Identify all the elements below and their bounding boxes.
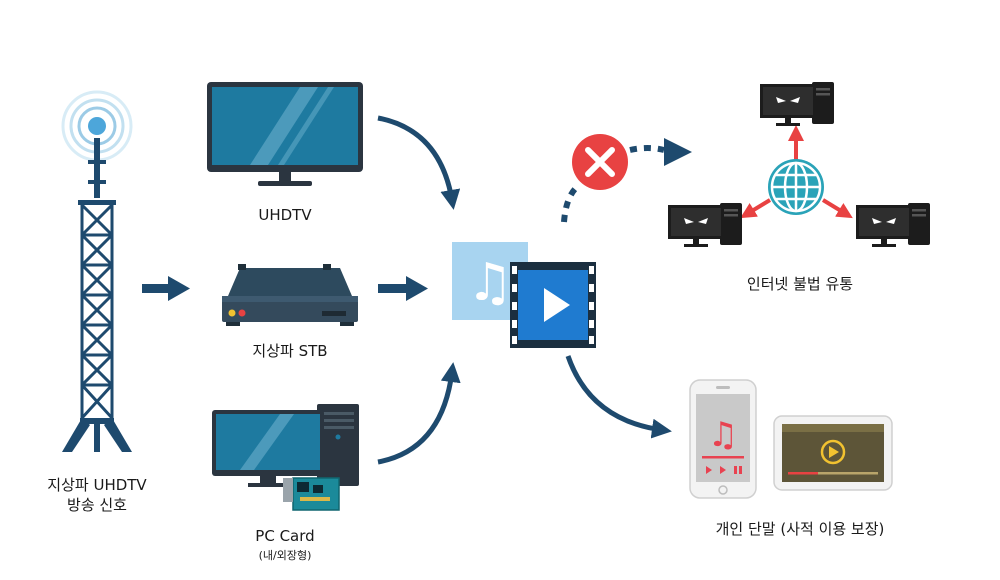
personal-device-label: 개인 단말 (사적 이용 보장): [715, 520, 885, 538]
arrow-media-to-personal: [565, 355, 672, 439]
svg-text:♫: ♫: [708, 415, 738, 455]
dotted-path-lower: [561, 183, 581, 223]
smartphone-icon: ♫: [689, 379, 757, 499]
blocked-x-icon: [572, 134, 628, 190]
tv-icon: [207, 82, 363, 186]
dotted-path-upper: [629, 145, 665, 153]
tower-label-line1: 지상파 UHDTV: [47, 476, 147, 494]
svg-text:♫: ♫: [467, 253, 514, 313]
tablet-icon: [773, 415, 893, 491]
hacker-computer-icon: [856, 203, 930, 247]
hacker-computer-icon: [668, 203, 742, 247]
arrow-uhdtv-to-media: [377, 115, 461, 210]
arrow-tower-to-stb: [142, 276, 190, 301]
pccard-sublabel: (내/외장형): [258, 549, 312, 562]
globe-icon: [740, 125, 853, 219]
pccard-label: PC Card: [255, 527, 315, 545]
dotted-arrowhead: [664, 138, 692, 166]
set-top-box-icon: [222, 264, 358, 326]
uhdtv-label: UHDTV: [258, 206, 312, 224]
video-play-icon: [510, 262, 596, 348]
tower-label-line2: 방송 신호: [67, 496, 127, 514]
broadcast-tower-icon: [61, 90, 133, 452]
pc-card-icon: [212, 404, 359, 511]
stb-label: 지상파 STB: [252, 342, 328, 360]
arrow-pccard-to-media: [377, 362, 461, 465]
illegal-distribution-label: 인터넷 불법 유통: [746, 275, 854, 293]
arrow-stb-to-media: [378, 276, 428, 301]
hacker-computer-icon: [760, 82, 834, 126]
